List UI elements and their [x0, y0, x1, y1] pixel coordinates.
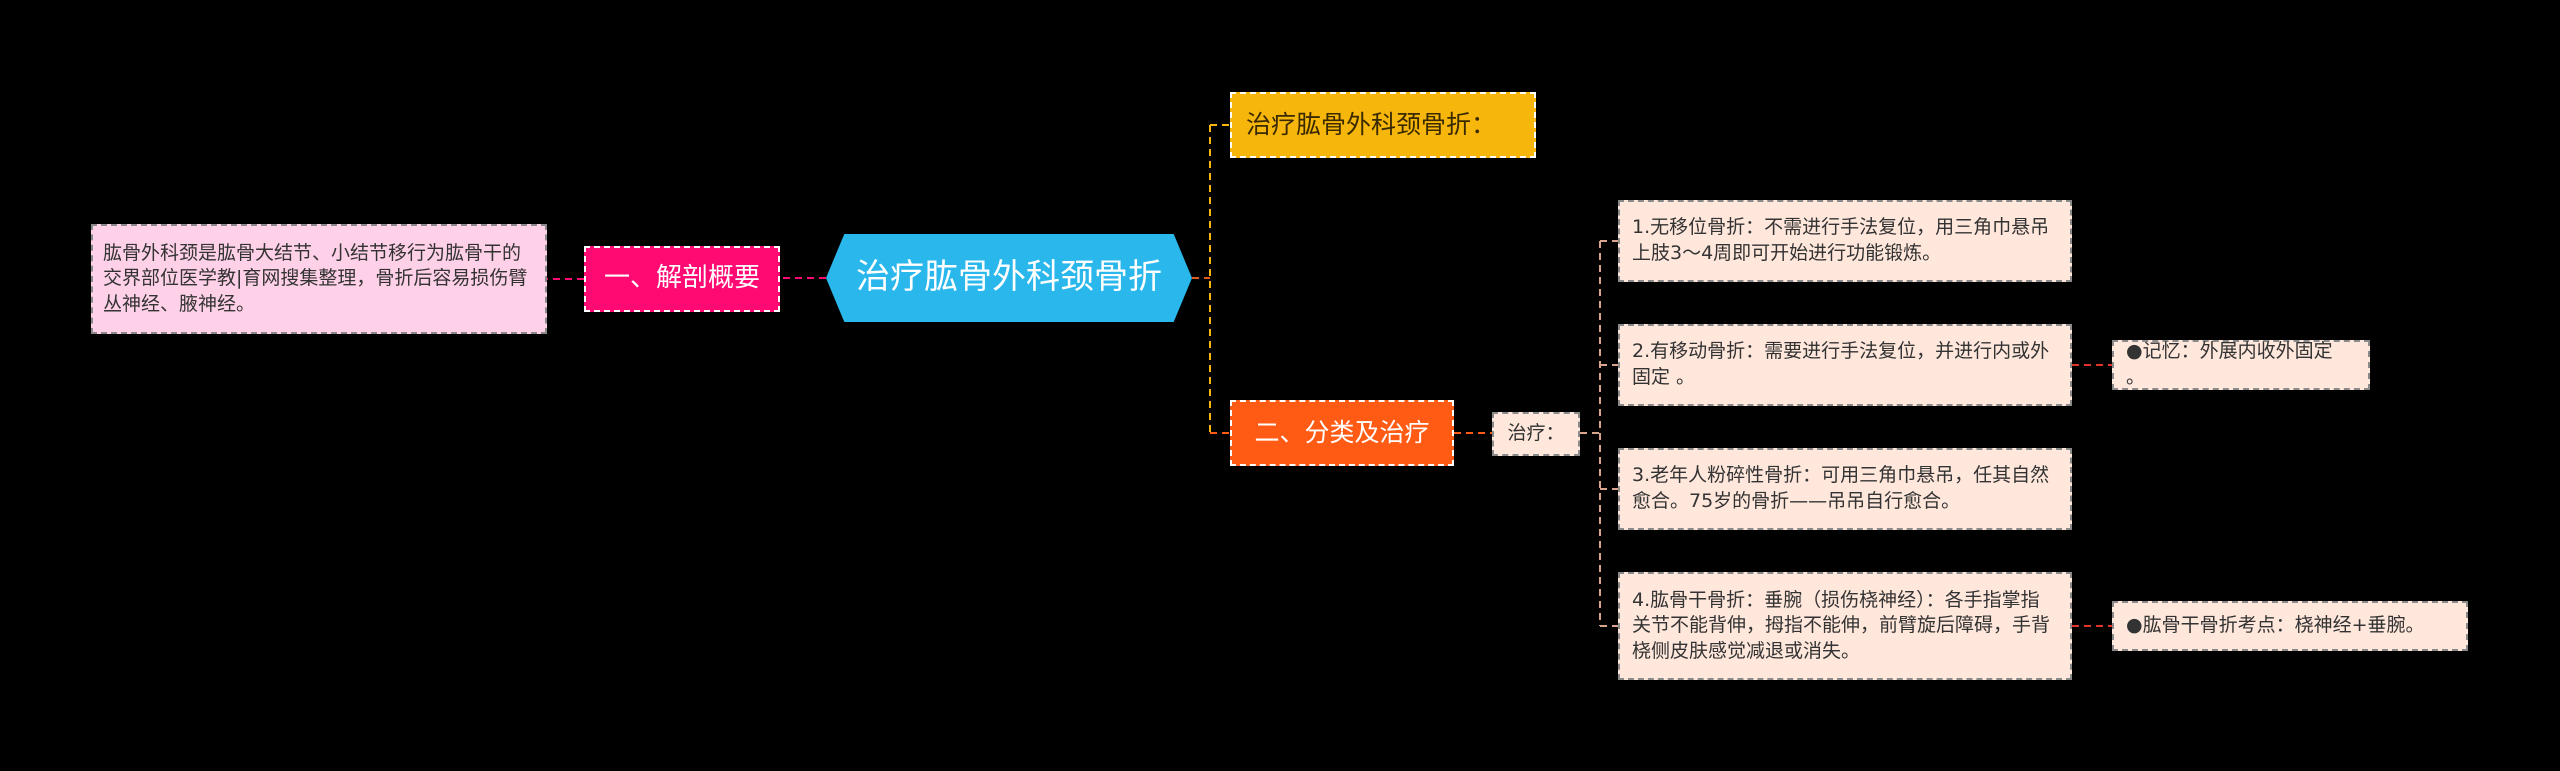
anatomy-detail[interactable]: 肱骨外科颈是肱骨大结节、小结节移行为肱骨干的交界部位医学教|育网搜集整理，骨折后…: [91, 224, 547, 334]
treatment-title-label: 治疗肱骨外科颈骨折：: [1246, 110, 1497, 140]
root-topic[interactable]: 治疗肱骨外科颈骨折: [826, 234, 1192, 322]
treatment-item-4[interactable]: 4.肱骨干骨折：垂腕（损伤桡神经）：各手指掌指关节不能背伸，拇指不能伸，前臂旋后…: [1618, 572, 2072, 680]
memory-note[interactable]: ●记忆：外展内收外固定 。: [2112, 340, 2370, 390]
classification-branch-label: 二、分类及治疗: [1254, 418, 1430, 448]
treatment-item-2-text: 2.有移动骨折：需要进行手法复位，并进行内或外固定 。: [1632, 340, 2050, 388]
memory-note-text: ●记忆：外展内收外固定 。: [2126, 340, 2333, 388]
root-topic-label: 治疗肱骨外科颈骨折: [856, 257, 1162, 298]
exam-point-note[interactable]: ●肱骨干骨折考点：桡神经+垂腕。: [2112, 601, 2468, 651]
treatment-item-3-text: 3.老年人粉碎性骨折：可用三角巾悬吊，任其自然愈合。75岁的骨折——吊吊自行愈合…: [1632, 464, 2050, 512]
treatment-title-branch[interactable]: 治疗肱骨外科颈骨折：: [1230, 92, 1536, 158]
anatomy-branch-label: 一、解剖概要: [603, 263, 760, 294]
treatment-item-1-text: 1.无移位骨折：不需进行手法复位，用三角巾悬吊上肢3～4周即可开始进行功能锻炼。: [1632, 216, 2050, 264]
anatomy-branch[interactable]: 一、解剖概要: [584, 246, 780, 312]
treatment-item-3[interactable]: 3.老年人粉碎性骨折：可用三角巾悬吊，任其自然愈合。75岁的骨折——吊吊自行愈合…: [1618, 448, 2072, 530]
treatment-subtopic-label: 治疗：: [1507, 422, 1565, 445]
exam-point-note-text: ●肱骨干骨折考点：桡神经+垂腕。: [2126, 614, 2425, 637]
treatment-item-2[interactable]: 2.有移动骨折：需要进行手法复位，并进行内或外固定 。: [1618, 324, 2072, 406]
treatment-item-1[interactable]: 1.无移位骨折：不需进行手法复位，用三角巾悬吊上肢3～4周即可开始进行功能锻炼。: [1618, 200, 2072, 282]
classification-branch[interactable]: 二、分类及治疗: [1230, 400, 1454, 466]
treatment-subtopic[interactable]: 治疗：: [1492, 412, 1580, 456]
anatomy-detail-text: 肱骨外科颈是肱骨大结节、小结节移行为肱骨干的交界部位医学教|育网搜集整理，骨折后…: [103, 241, 528, 315]
treatment-item-4-text: 4.肱骨干骨折：垂腕（损伤桡神经）：各手指掌指关节不能背伸，拇指不能伸，前臂旋后…: [1632, 588, 2051, 662]
